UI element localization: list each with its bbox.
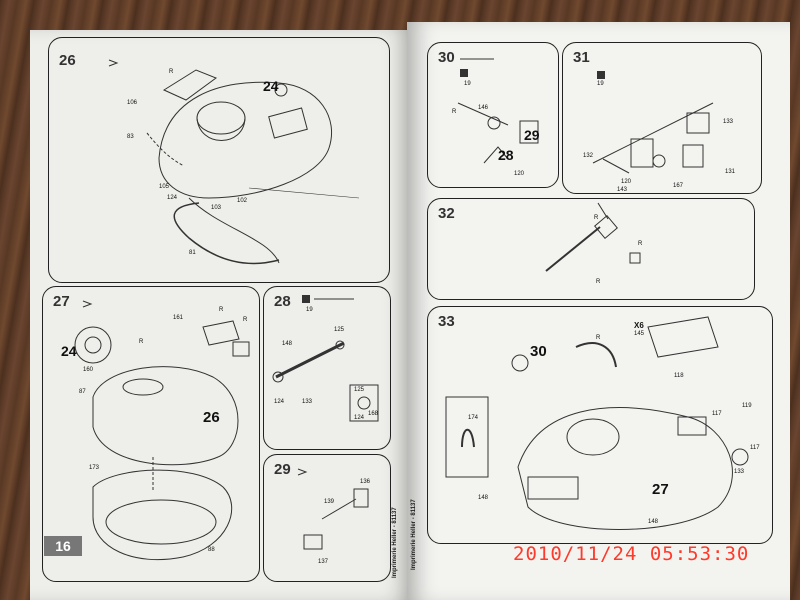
step-number: 28 bbox=[274, 293, 291, 310]
part-label: 131 bbox=[725, 169, 736, 175]
part-label: 24 bbox=[263, 78, 279, 94]
part-label: 117 bbox=[750, 445, 760, 451]
part-label: 83 bbox=[127, 134, 134, 140]
part-label: 120 bbox=[621, 179, 632, 185]
tool-assembly-diagram bbox=[545, 202, 641, 272]
part-label: 161 bbox=[173, 315, 184, 321]
part-label: 133 bbox=[302, 399, 313, 405]
part-label: 137 bbox=[318, 559, 329, 565]
headlight-assembly-diagram bbox=[457, 58, 539, 164]
step-number: 30 bbox=[438, 49, 455, 66]
step-number: 31 bbox=[573, 49, 590, 66]
step-number: 32 bbox=[438, 205, 455, 222]
part-label: 88 bbox=[208, 547, 215, 553]
part-label: 103 bbox=[211, 205, 222, 211]
part-label: 106 bbox=[127, 100, 138, 106]
step-27-panel: 27 161 R R 24 160 R 87 26 173 88 bbox=[42, 286, 260, 582]
part-label: R bbox=[638, 241, 643, 247]
part-label: 168 bbox=[368, 411, 379, 417]
part-label: R bbox=[139, 339, 144, 345]
part-label: R bbox=[596, 279, 601, 285]
part-label: 160 bbox=[83, 367, 94, 373]
step-number: 29 bbox=[274, 461, 291, 478]
part-label: 167 bbox=[673, 183, 684, 189]
part-label: 19 bbox=[306, 307, 313, 313]
part-label: 26 bbox=[203, 409, 220, 426]
printer-credit: Imprimerie Heller - 81137 bbox=[411, 499, 417, 570]
part-label: 125 bbox=[354, 387, 365, 393]
step-32-panel: 32 R R R bbox=[427, 198, 755, 300]
part-label: 146 bbox=[478, 105, 489, 111]
step-number: 27 bbox=[53, 293, 70, 310]
part-label: 136 bbox=[360, 479, 371, 485]
part-label: R bbox=[219, 307, 224, 313]
part-label: 87 bbox=[79, 389, 86, 395]
part-label: 19 bbox=[597, 81, 604, 87]
part-label: 19 bbox=[464, 81, 471, 87]
return-roller-assembly-diagram bbox=[297, 468, 369, 550]
step-28-panel: 28 19 125 148 124 133 125 168 124 bbox=[263, 286, 391, 450]
rear-box-assembly-diagram bbox=[592, 71, 714, 174]
part-label: R bbox=[169, 69, 174, 75]
step-number: 33 bbox=[438, 313, 455, 330]
part-label: 105 bbox=[159, 184, 170, 190]
page-number: 16 bbox=[44, 536, 82, 556]
part-label: 124 bbox=[354, 415, 365, 421]
part-label: X6 bbox=[634, 321, 644, 330]
step-31-panel: 31 19 133 132 143 120 131 167 bbox=[562, 42, 762, 194]
part-label: 132 bbox=[583, 153, 594, 159]
part-label: R bbox=[243, 317, 248, 323]
step-33-panel: 33 R X6 145 30 118 174 117 119 117 133 1… bbox=[427, 306, 773, 544]
part-label: 117 bbox=[712, 411, 722, 417]
part-label: 139 bbox=[324, 499, 335, 505]
step-30-panel: 30 19 R 146 29 28 120 bbox=[427, 42, 559, 188]
part-label: 148 bbox=[282, 341, 293, 347]
part-label: 174 bbox=[468, 415, 479, 421]
part-label: 28 bbox=[498, 147, 514, 163]
part-label: 30 bbox=[530, 343, 547, 360]
part-label: R bbox=[452, 109, 457, 115]
part-label: 125 bbox=[334, 327, 345, 333]
printer-credit: Imprimerie Heller - 81137 bbox=[392, 507, 398, 578]
part-label: 118 bbox=[674, 373, 684, 379]
step-26-panel: 26 R 106 24 83 105 124 103 102 81 bbox=[48, 37, 390, 283]
part-label: R bbox=[596, 335, 601, 341]
part-label: 124 bbox=[167, 195, 178, 201]
part-label: 143 bbox=[617, 187, 628, 193]
part-label: 29 bbox=[524, 127, 540, 143]
part-label: 27 bbox=[652, 481, 669, 498]
turret-assembly-diagram bbox=[108, 59, 360, 265]
part-label: 133 bbox=[734, 469, 745, 475]
part-label: 119 bbox=[742, 403, 752, 409]
part-label: R bbox=[594, 215, 599, 221]
part-label: 173 bbox=[89, 465, 100, 471]
right-instruction-page: 30 19 R 146 29 28 120 31 19 133 132 bbox=[407, 22, 790, 600]
camera-date-stamp: 2010/11/24 05:53:30 bbox=[513, 543, 750, 565]
part-label: 124 bbox=[274, 399, 285, 405]
part-label: 148 bbox=[648, 519, 659, 525]
part-label: 133 bbox=[723, 119, 734, 125]
part-label: 102 bbox=[237, 198, 248, 204]
road-wheel-assembly-diagram bbox=[272, 295, 379, 422]
part-label: 24 bbox=[61, 343, 77, 359]
part-label: 81 bbox=[189, 250, 196, 256]
hull-top-assembly-diagram bbox=[74, 300, 250, 561]
part-label: 148 bbox=[478, 495, 489, 501]
step-29-panel: 29 136 139 137 bbox=[263, 454, 391, 582]
left-instruction-page: 26 R 106 24 83 105 124 103 102 81 27 bbox=[30, 30, 413, 600]
part-label: 120 bbox=[514, 171, 525, 177]
final-hull-assembly-diagram bbox=[445, 316, 749, 530]
part-label: 145 bbox=[634, 331, 645, 337]
step-number: 26 bbox=[59, 52, 76, 69]
